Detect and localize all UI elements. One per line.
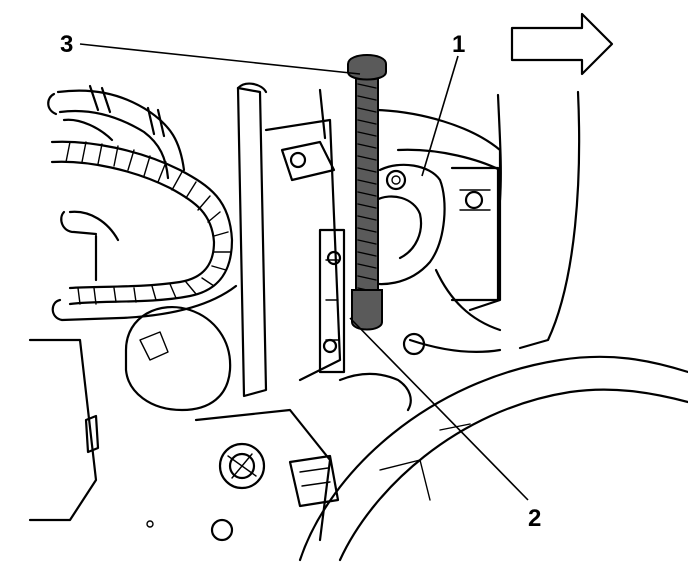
callout-3: 3 (60, 31, 73, 58)
engine-compartment (28, 82, 688, 562)
forward-arrow-icon (510, 12, 614, 76)
special-tool-rod (347, 54, 387, 331)
leader-line-1 (421, 55, 459, 177)
callout-1: 1 (452, 31, 465, 58)
leader-line-3 (79, 43, 361, 75)
leader-lines (79, 43, 529, 501)
leader-line-2 (349, 317, 529, 501)
callout-2: 2 (528, 505, 541, 532)
